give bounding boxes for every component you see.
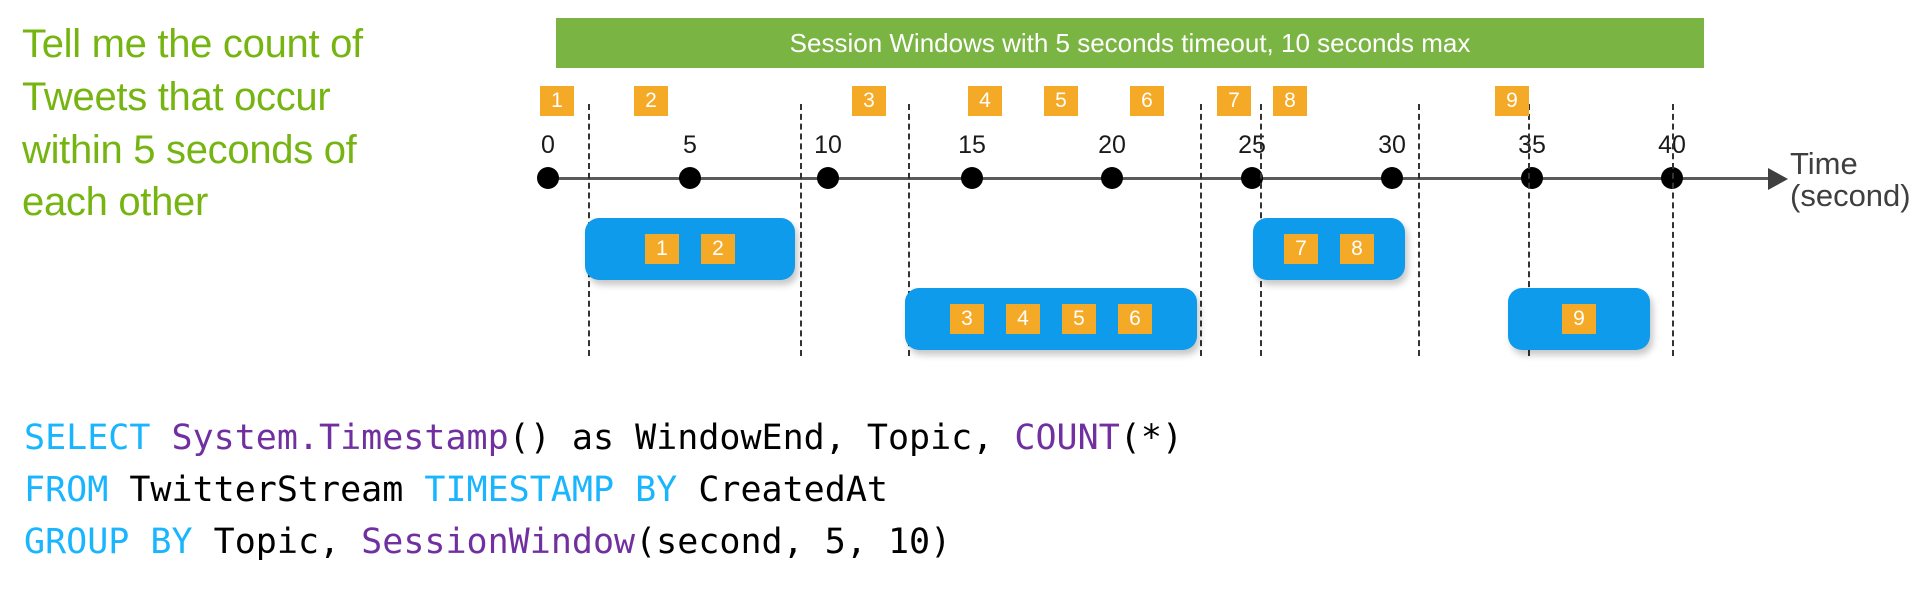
axis-tick-dot bbox=[961, 167, 983, 189]
event-marker: 1 bbox=[540, 86, 574, 116]
session-event-chip: 3 bbox=[950, 304, 984, 334]
event-marker: 4 bbox=[968, 86, 1002, 116]
session-event-chip: 8 bbox=[1340, 234, 1374, 264]
sql-token: (*) bbox=[1119, 418, 1183, 458]
session-event-chip: 2 bbox=[701, 234, 735, 264]
axis-label-time: Time bbox=[1790, 146, 1858, 181]
axis-tick-label: 20 bbox=[1098, 131, 1126, 159]
event-marker: 6 bbox=[1130, 86, 1164, 116]
session-boundary-line bbox=[1200, 104, 1202, 356]
session-event-chip: 6 bbox=[1118, 304, 1152, 334]
sql-token: GROUP BY bbox=[24, 522, 214, 562]
sql-token: Topic, bbox=[213, 522, 362, 562]
sql-token: FROM bbox=[24, 470, 130, 510]
sql-token: COUNT bbox=[1014, 418, 1120, 458]
question-line-2: Tweets that occur bbox=[22, 74, 331, 119]
question-line-4: each other bbox=[22, 180, 209, 225]
session-window-diagram: Session Windows with 5 seconds timeout, … bbox=[537, 18, 1911, 356]
event-marker: 2 bbox=[634, 86, 668, 116]
session-boundary-line bbox=[1418, 104, 1420, 356]
axis-tick-dot bbox=[1381, 167, 1403, 189]
sql-token: System.Timestamp bbox=[171, 418, 509, 458]
session-boundary-line bbox=[908, 104, 910, 356]
sql-line: FROM TwitterStream TIMESTAMP BY CreatedA… bbox=[24, 464, 1183, 516]
question-text: Tell me the count of Tweets that occur w… bbox=[22, 18, 442, 229]
event-marker: 9 bbox=[1495, 86, 1529, 116]
session-boundary-line bbox=[1672, 104, 1674, 356]
sql-token: SELECT bbox=[24, 418, 172, 458]
event-marker: 7 bbox=[1217, 86, 1251, 116]
axis-tick-label: 15 bbox=[958, 131, 986, 159]
session-event-chip: 7 bbox=[1284, 234, 1318, 264]
sql-token: CreatedAt bbox=[698, 470, 888, 510]
axis-tick-label: 5 bbox=[683, 131, 697, 159]
session-event-chip: 1 bbox=[645, 234, 679, 264]
session-boundary-line bbox=[800, 104, 802, 356]
session-event-chip: 5 bbox=[1062, 304, 1096, 334]
axis-tick-label: 30 bbox=[1378, 131, 1406, 159]
event-marker: 3 bbox=[852, 86, 886, 116]
axis-tick-dot bbox=[817, 167, 839, 189]
axis-tick-label: 35 bbox=[1518, 131, 1546, 159]
sql-token: TwitterStream bbox=[129, 470, 425, 510]
axis-label-unit: (second) bbox=[1790, 178, 1911, 213]
sql-line: GROUP BY Topic, SessionWindow(second, 5,… bbox=[24, 516, 1183, 568]
sql-token: TIMESTAMP BY bbox=[424, 470, 699, 510]
sql-token: (second, 5, 10) bbox=[635, 522, 952, 562]
sql-token: SessionWindow bbox=[361, 522, 636, 562]
time-axis-arrow-icon bbox=[1768, 168, 1788, 190]
axis-tick-dot bbox=[679, 167, 701, 189]
axis-tick-label: 10 bbox=[814, 131, 842, 159]
axis-tick-dot bbox=[1101, 167, 1123, 189]
sql-query-block: SELECT System.Timestamp() as WindowEnd, … bbox=[24, 412, 1183, 568]
axis-tick-dot bbox=[1241, 167, 1263, 189]
event-marker: 8 bbox=[1273, 86, 1307, 116]
axis-tick-dot bbox=[1521, 167, 1543, 189]
sql-line: SELECT System.Timestamp() as WindowEnd, … bbox=[24, 412, 1183, 464]
axis-tick-dot bbox=[537, 167, 559, 189]
sql-token: () as WindowEnd, Topic, bbox=[508, 418, 1015, 458]
time-axis-line bbox=[548, 177, 1772, 180]
session-event-chip: 4 bbox=[1006, 304, 1040, 334]
question-line-3: within 5 seconds of bbox=[22, 127, 357, 172]
axis-tick-label: 0 bbox=[541, 131, 555, 159]
event-marker: 5 bbox=[1044, 86, 1078, 116]
session-boundary-line bbox=[1528, 104, 1530, 356]
session-event-chip: 9 bbox=[1562, 304, 1596, 334]
diagram-title-banner: Session Windows with 5 seconds timeout, … bbox=[556, 18, 1704, 68]
session-window-box: 9 bbox=[1508, 288, 1650, 350]
question-line-1: Tell me the count of bbox=[22, 22, 363, 66]
